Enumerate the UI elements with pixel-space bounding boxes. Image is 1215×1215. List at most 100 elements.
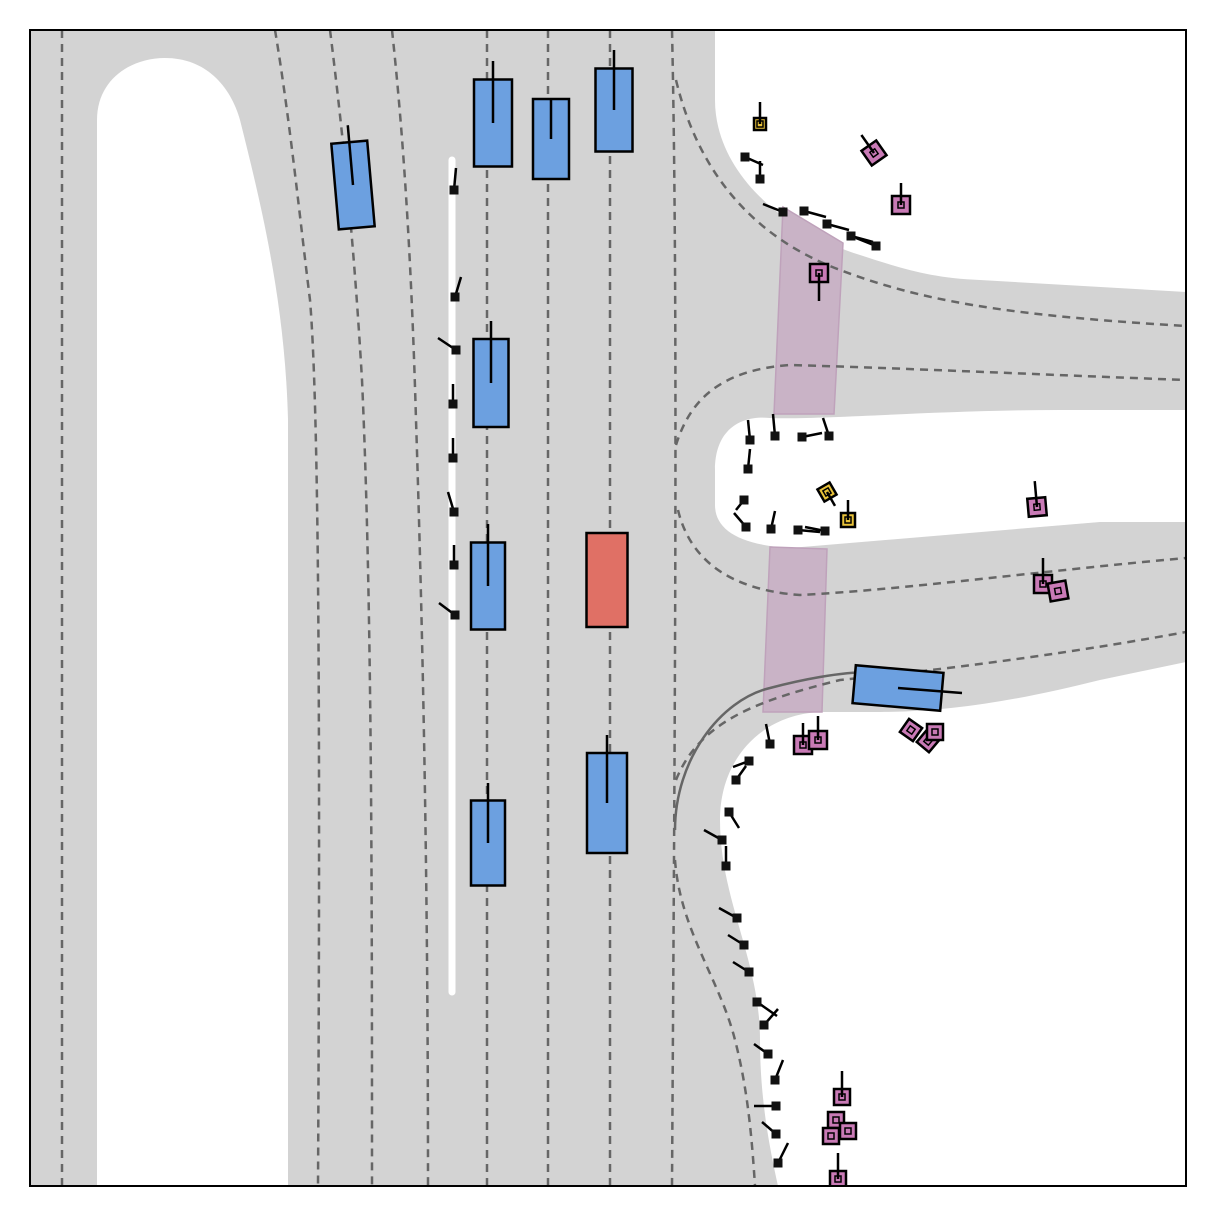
yellow-agent-icon-5 [815, 480, 839, 507]
ego-vehicle-icon [585, 531, 629, 629]
cyclist-box-icon-18-body [821, 1126, 841, 1146]
vehicle-box-icon-8 [585, 735, 629, 855]
vehicle-box-icon-6 [469, 524, 507, 631]
cyclist-box-icon-7-heading [1033, 480, 1039, 508]
pedestrian-dot-icon-4 [448, 384, 458, 409]
cyclist-box-icon-9-inner [1053, 586, 1063, 596]
vehicle-box-icon-1-heading [346, 125, 355, 186]
pedestrian-marker [820, 526, 830, 536]
cyclist-box-icon-2-inner [868, 147, 880, 159]
pedestrian-dot-icon-29 [724, 807, 741, 829]
pedestrian-dot-icon-33 [727, 933, 749, 950]
pedestrian-dot-icon-3 [437, 336, 461, 355]
pedestrian-marker [752, 997, 762, 1007]
cyclist-box-icon-3-inner [897, 201, 905, 209]
map-frame [29, 29, 1187, 1187]
pedestrian-dot-icon-31 [721, 846, 731, 871]
pedestrian-marker [448, 453, 458, 463]
pedestrian-marker [449, 507, 459, 517]
yellow-agent-icon-1-inner [756, 120, 764, 128]
crosswalk-lower [762, 546, 828, 713]
pedestrian-marker [744, 756, 754, 766]
pedestrian-marker [778, 207, 788, 217]
cyclist-box-icon-10-inner [799, 741, 807, 749]
pedestrian-marker [731, 775, 741, 785]
pedestrian-dot-icon-30 [703, 828, 727, 845]
yellow-agent-icon-6 [839, 500, 857, 529]
pedestrian-marker [799, 206, 809, 216]
cyclist-box-icon-11 [807, 716, 829, 751]
pedestrian-marker [771, 1101, 781, 1111]
yellow-agent-icon-5-inner [821, 486, 833, 498]
cyclist-box-icon-14-inner [931, 728, 939, 736]
pedestrian-dot-icon-20 [743, 448, 753, 474]
pedestrian-dot-icon-1 [449, 167, 459, 195]
pedestrian-marker [739, 940, 749, 950]
cyclist-box-icon-2 [859, 134, 889, 168]
cyclist-box-icon-11-inner [814, 736, 822, 744]
lane-line-solid-turn [673, 670, 871, 831]
pedestrian-marker [451, 345, 461, 355]
pedestrian-marker [771, 1129, 781, 1139]
pedestrian-marker [741, 522, 751, 532]
pedestrian-dot-icon-15 [855, 236, 881, 251]
cyclist-box-icon-8-inner [1039, 580, 1047, 588]
pedestrian-marker [846, 231, 856, 241]
pedestrian-marker [449, 560, 459, 570]
pedestrian-marker [724, 807, 734, 817]
vehicle-box-icon-4 [594, 50, 634, 153]
pedestrian-marker [755, 174, 765, 184]
cyclist-box-icon-9-body [1046, 579, 1070, 603]
lane-line-dashed-13 [673, 859, 757, 1186]
pedestrian-dot-icon-6 [446, 491, 459, 517]
pedestrian-dot-icon-28 [731, 765, 748, 785]
pedestrian-marker [740, 152, 750, 162]
pedestrian-dot-icon-36 [759, 1008, 779, 1030]
pedestrian-dot-icon-2 [450, 276, 463, 302]
pedestrian-dot-icon-26 [764, 723, 775, 749]
pedestrian-marker [766, 524, 776, 534]
cyclist-box-icon-19 [828, 1153, 848, 1186]
pedestrian-marker [745, 435, 755, 445]
pedestrian-dot-icon-10 [740, 152, 764, 167]
pedestrian-dot-icon-39 [754, 1101, 781, 1111]
pedestrian-dot-icon-24 [793, 525, 821, 535]
cyclist-box-icon-14-body [925, 722, 945, 742]
pedestrian-dot-icon-7 [449, 545, 459, 570]
lane-line-dashed-2 [273, 30, 321, 1186]
agents [329, 50, 1070, 1186]
yellow-agent-icon-1 [752, 102, 768, 132]
pedestrian-marker [871, 241, 881, 251]
cyclist-box-icon-14 [925, 722, 945, 742]
vehicle-box-icon-3 [531, 97, 571, 181]
pedestrian-marker [797, 432, 807, 442]
pedestrian-marker [770, 1075, 780, 1085]
cyclist-box-icon-16-inner [832, 1116, 840, 1124]
pedestrian-dot-icon-40 [761, 1121, 781, 1139]
cyclist-box-icon-3 [890, 183, 912, 216]
pedestrian-marker [721, 861, 731, 871]
cyclist-box-icon-4 [808, 262, 830, 301]
pedestrian-dot-icon-37 [753, 1042, 773, 1059]
pedestrian-dot-icon-11 [762, 202, 788, 217]
cyclist-box-icon-7 [1025, 480, 1049, 519]
cyclist-box-icon-9 [1046, 579, 1070, 603]
pedestrian-dot-icon-13 [822, 219, 850, 232]
vehicle-box-icon-1 [329, 125, 377, 231]
pedestrian-marker [763, 1049, 773, 1059]
cyclist-box-icon-17-inner [844, 1127, 852, 1135]
pedestrian-marker [448, 399, 458, 409]
pedestrian-marker [822, 219, 832, 229]
pedestrian-dot-icon-21 [735, 495, 749, 511]
pedestrian-dot-icon-16 [745, 419, 755, 445]
pedestrian-dot-icon-22 [733, 512, 751, 532]
pedestrian-dot-icon-32 [718, 906, 742, 923]
cyclist-box-icon-17 [838, 1121, 858, 1141]
lane-line-dashed-10 [674, 363, 1186, 446]
pedestrian-marker [759, 1020, 769, 1030]
pedestrian-dot-icon-17 [770, 413, 780, 441]
crosswalks [762, 205, 844, 713]
yellow-agent-icon-6-inner [844, 516, 852, 524]
cyclist-box-icon-12 [898, 717, 924, 743]
